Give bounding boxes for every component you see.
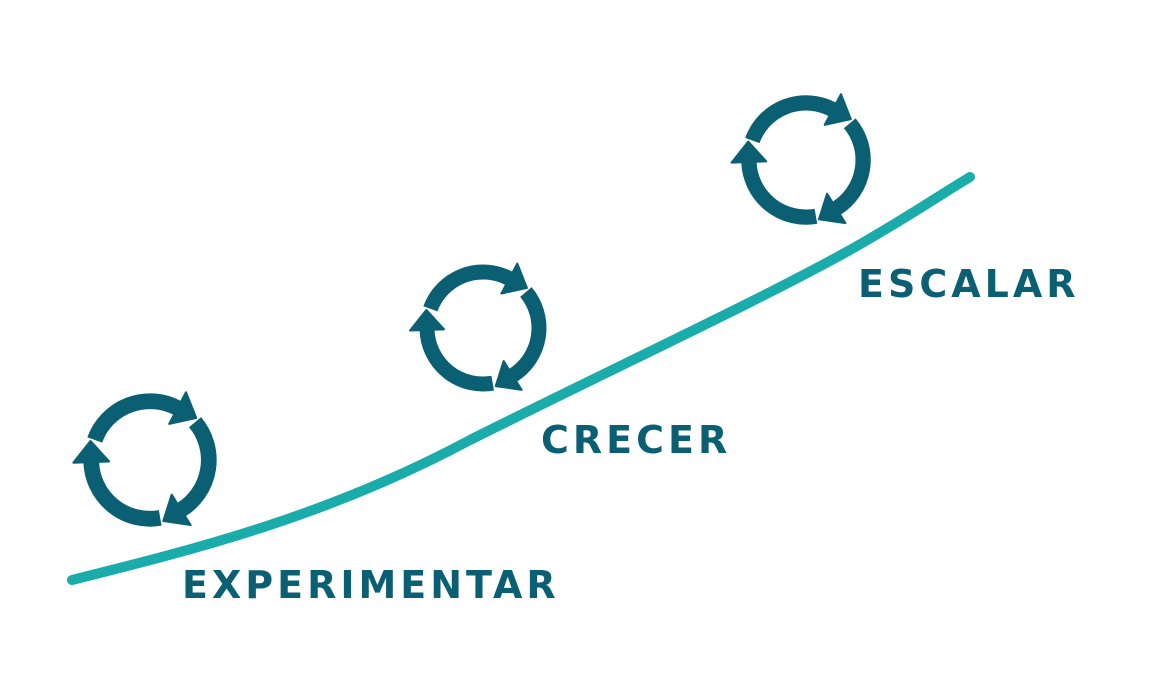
cycle-arrow-arc xyxy=(831,118,871,215)
growth-trend-line xyxy=(67,172,975,585)
stage-label-escalar: ESCALAR xyxy=(858,262,1080,306)
stage-label-experimentar: EXPERIMENTAR xyxy=(182,563,560,607)
cycle-arrow-head xyxy=(162,493,192,527)
cycle-arrow-arc xyxy=(741,161,818,225)
cycle-arrow-arc xyxy=(508,287,547,382)
refresh-cycle-icon xyxy=(409,262,547,392)
cycle-arrow-head xyxy=(168,391,198,425)
cycle-arrow-head xyxy=(823,93,852,126)
cycle-arrow-head xyxy=(72,440,111,464)
cycle-arrow-head xyxy=(494,360,523,391)
cycle-arrow-arc xyxy=(176,417,217,517)
cycle-arrow-arc xyxy=(745,95,837,144)
refresh-cycle-icon xyxy=(730,93,871,225)
cycle-arrow-head xyxy=(730,140,768,164)
cycle-arrow-arc xyxy=(87,393,182,443)
cycle-arrow-arc xyxy=(83,461,162,527)
stage-label-crecer: CRECER xyxy=(541,418,732,462)
cycle-arrow-arc xyxy=(419,329,495,392)
cycle-arrow-head xyxy=(409,308,446,332)
cycle-arrow-head xyxy=(817,192,847,225)
refresh-cycle-icon xyxy=(72,391,217,527)
cycle-arrow-head xyxy=(500,262,528,295)
cycle-arrow-arc xyxy=(423,264,513,312)
